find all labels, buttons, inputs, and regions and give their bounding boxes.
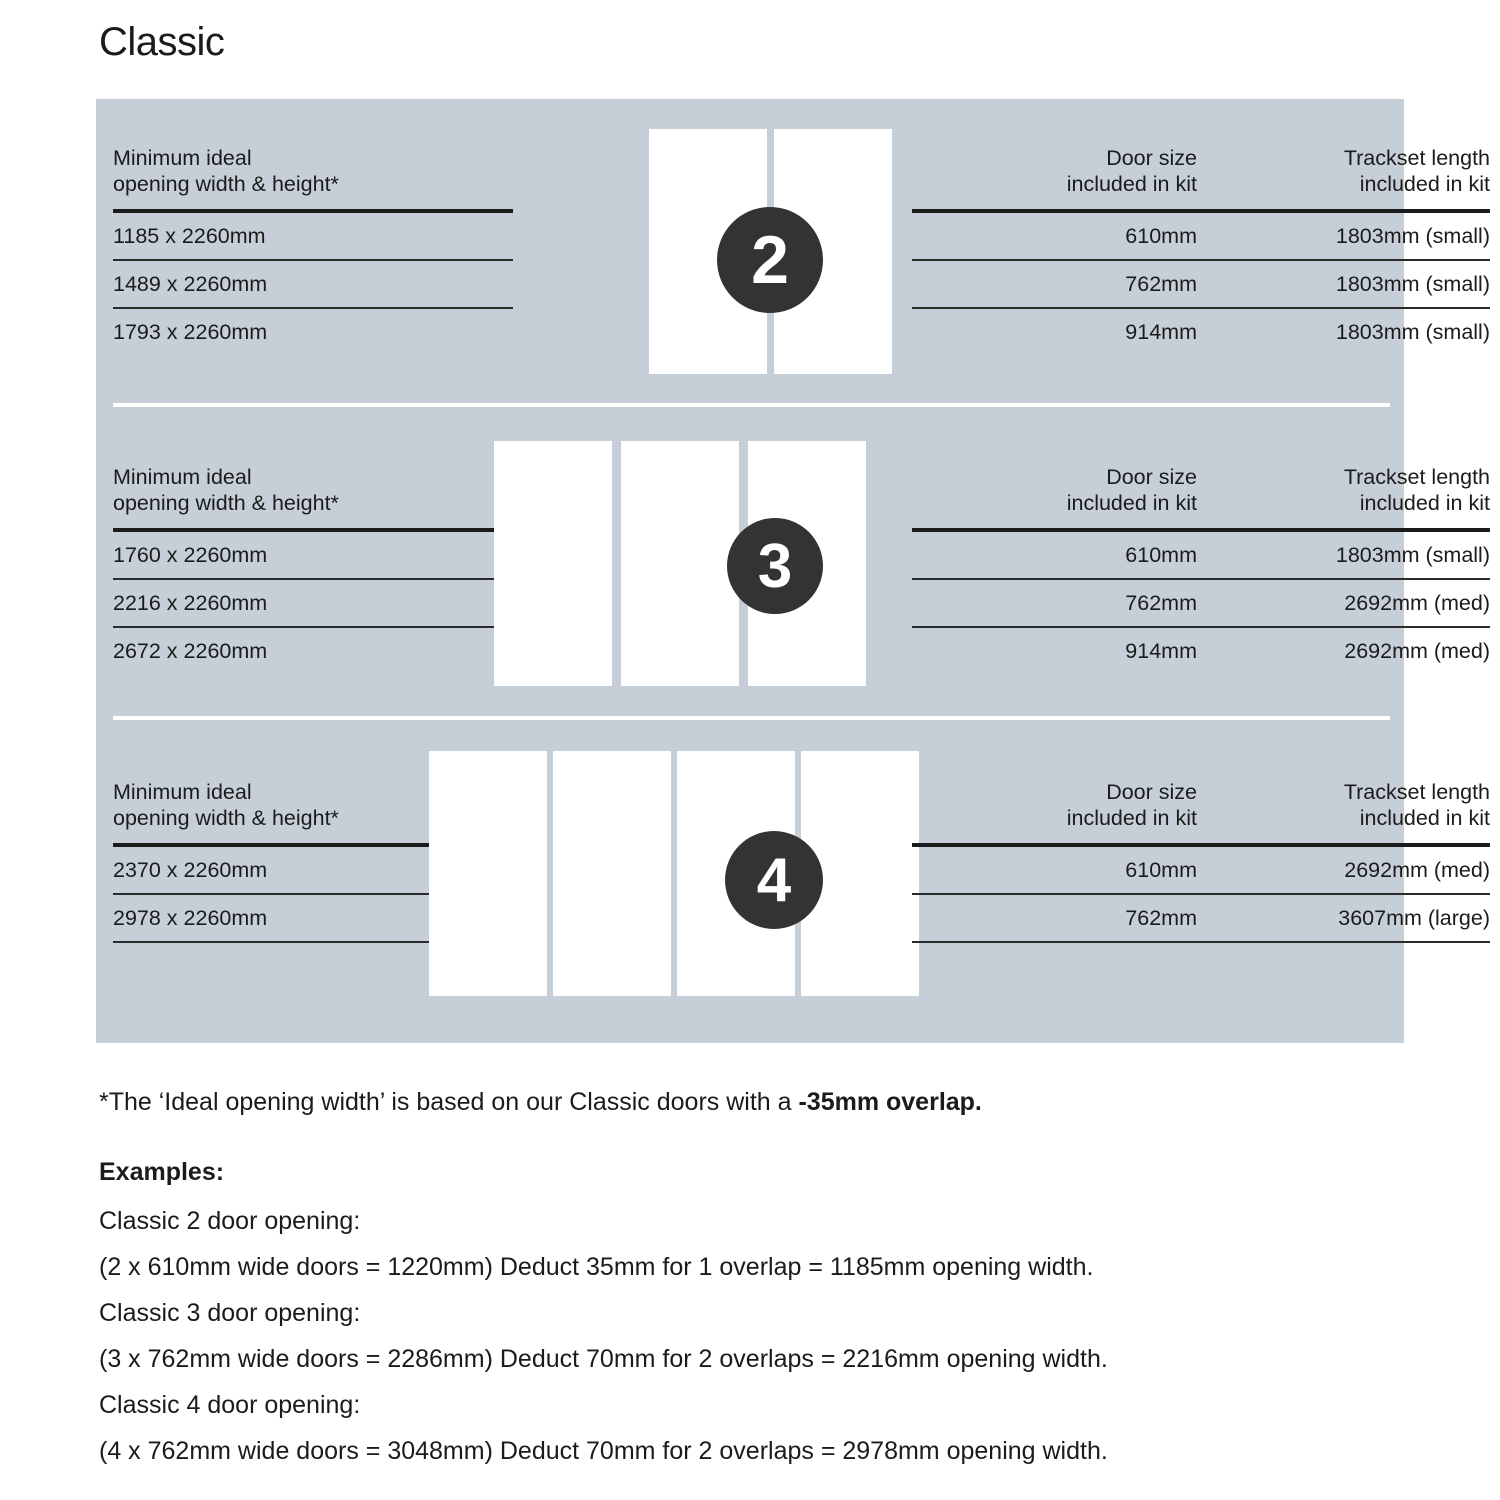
table-row: 610mm 2692mm (med) xyxy=(912,847,1490,893)
table-row: 762mm 3607mm (large) xyxy=(912,895,1490,941)
row-rule xyxy=(912,307,1490,309)
table-header-2: Minimum ideal opening width & height* xyxy=(113,465,339,515)
table-header-1: Minimum ideal opening width & height* xyxy=(113,146,339,196)
door-illustration-2 xyxy=(649,129,892,374)
door-panel xyxy=(553,751,671,996)
footnote-bold: -35mm overlap. xyxy=(798,1088,982,1116)
table-row: 762mm 2692mm (med) xyxy=(912,580,1490,626)
trackset-cell: 3607mm (large) xyxy=(1338,905,1490,930)
trackset-cell: 1803mm (small) xyxy=(1335,223,1490,248)
trackset-cell: 2692mm (med) xyxy=(1344,638,1490,663)
header-rule xyxy=(912,528,1490,532)
example-line: (3 x 762mm wide doors = 2286mm) Deduct 7… xyxy=(99,1345,1108,1373)
footnote-text: *The ‘Ideal opening width’ is based on o… xyxy=(99,1088,799,1116)
section-2-door: Minimum ideal opening width & height* 11… xyxy=(96,99,1490,403)
section-divider-1 xyxy=(113,403,1390,407)
door-count-badge: 2 xyxy=(717,207,823,313)
door-size-cell: 610mm xyxy=(1125,223,1197,248)
door-count-badge: 4 xyxy=(725,831,823,929)
row-rule xyxy=(113,578,513,580)
row-rule xyxy=(113,259,513,261)
example-line: (2 x 610mm wide doors = 1220mm) Deduct 3… xyxy=(99,1253,1094,1281)
trackset-cell: 2692mm (med) xyxy=(1344,590,1490,615)
table-row: 914mm 1803mm (small) xyxy=(912,309,1490,355)
door-panel xyxy=(429,751,547,996)
opening-size-table-1: Minimum ideal opening width & height* 11… xyxy=(113,99,513,355)
kit-table-1: Door size included in kit Trackset lengt… xyxy=(912,99,1490,355)
kit-table-3: Door size included in kit Trackset lengt… xyxy=(912,733,1490,943)
door-panel xyxy=(494,441,612,686)
table-row: 914mm 2692mm (med) xyxy=(912,628,1490,674)
table-header-kit-1: Door size included in kit Trackset lengt… xyxy=(912,99,1490,197)
door-size-cell: 762mm xyxy=(1125,905,1197,930)
row-rule xyxy=(912,626,1490,628)
opening-size-table-3: Minimum ideal opening width & height* 23… xyxy=(113,733,438,943)
door-size-header: Door size included in kit xyxy=(1066,465,1197,515)
door-size-cell: 762mm xyxy=(1125,271,1197,296)
door-size-cell: 610mm xyxy=(1125,857,1197,882)
row-rule xyxy=(113,626,513,628)
table-row: 1185 x 2260mm xyxy=(113,224,266,248)
trackset-cell: 1803mm (small) xyxy=(1335,319,1490,344)
row-rule xyxy=(912,578,1490,580)
header-rule xyxy=(912,843,1490,847)
examples-label: Examples: xyxy=(99,1158,225,1186)
row-rule xyxy=(912,941,1490,943)
row-rule xyxy=(912,259,1490,261)
header-rule xyxy=(113,528,513,532)
row-rule xyxy=(113,941,438,943)
door-panel xyxy=(621,441,739,686)
table-row: 1793 x 2260mm xyxy=(113,320,268,344)
row-rule xyxy=(113,893,438,895)
table-row: 2978 x 2260mm xyxy=(113,906,268,930)
table-row: 610mm 1803mm (small) xyxy=(912,532,1490,578)
table-row: 2672 x 2260mm xyxy=(113,639,268,663)
section-divider-2 xyxy=(113,716,1390,720)
example-line: Classic 4 door opening: xyxy=(99,1391,361,1419)
opening-size-table-2: Minimum ideal opening width & height* 17… xyxy=(113,418,513,674)
table-row: 762mm 1803mm (small) xyxy=(912,261,1490,307)
example-line: Classic 2 door opening: xyxy=(99,1207,361,1235)
door-size-cell: 914mm xyxy=(1125,638,1197,663)
spec-panel: Minimum ideal opening width & height* 11… xyxy=(96,99,1490,1043)
row-rule xyxy=(912,893,1490,895)
header-rule xyxy=(912,209,1490,213)
header-rule xyxy=(113,209,513,213)
trackset-cell: 1803mm (small) xyxy=(1335,542,1490,567)
table-row: 610mm 1803mm (small) xyxy=(912,213,1490,259)
door-size-header: Door size included in kit xyxy=(1066,146,1197,196)
trackset-header: Trackset length included in kit xyxy=(1343,146,1490,196)
kit-table-2: Door size included in kit Trackset lengt… xyxy=(912,418,1490,674)
example-line: Classic 3 door opening: xyxy=(99,1299,361,1327)
example-line: (4 x 762mm wide doors = 3048mm) Deduct 7… xyxy=(99,1437,1108,1465)
table-row: 2216 x 2260mm xyxy=(113,591,268,615)
header-rule xyxy=(113,843,438,847)
row-rule xyxy=(113,307,513,309)
trackset-cell: 1803mm (small) xyxy=(1335,271,1490,296)
door-illustration-3 xyxy=(494,441,866,686)
section-4-door: Minimum ideal opening width & height* 23… xyxy=(96,733,1490,1043)
table-row: 2370 x 2260mm xyxy=(113,858,268,882)
table-row: 1760 x 2260mm xyxy=(113,543,268,567)
table-header-kit-2: Door size included in kit Trackset lengt… xyxy=(912,418,1490,516)
trackset-header: Trackset length included in kit xyxy=(1343,465,1490,515)
door-size-cell: 914mm xyxy=(1125,319,1197,344)
section-3-door: Minimum ideal opening width & height* 17… xyxy=(96,418,1490,717)
door-count-badge: 3 xyxy=(727,518,823,614)
door-illustration-4 xyxy=(429,751,921,996)
table-header-3: Minimum ideal opening width & height* xyxy=(113,780,339,830)
door-size-header: Door size included in kit xyxy=(1066,780,1197,830)
door-size-cell: 762mm xyxy=(1125,590,1197,615)
overlap-footnote: *The ‘Ideal opening width’ is based on o… xyxy=(99,1088,982,1117)
door-size-cell: 610mm xyxy=(1125,542,1197,567)
page-title: Classic xyxy=(99,20,225,64)
table-header-kit-3: Door size included in kit Trackset lengt… xyxy=(912,733,1490,831)
trackset-cell: 2692mm (med) xyxy=(1344,857,1490,882)
table-row: 1489 x 2260mm xyxy=(113,272,268,296)
trackset-header: Trackset length included in kit xyxy=(1343,780,1490,830)
